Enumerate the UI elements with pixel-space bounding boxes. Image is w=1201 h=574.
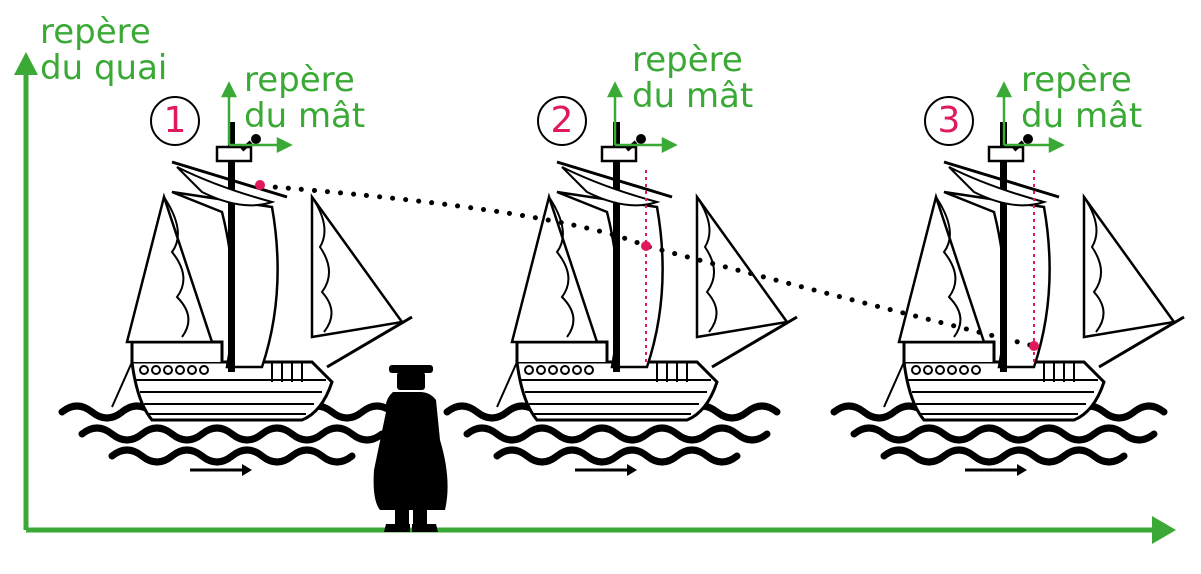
mast-frame-label-2: repère du mât <box>632 40 754 116</box>
quay-trajectory <box>259 183 1037 349</box>
motion-arrow-icon <box>963 462 1029 478</box>
mast-frame-axes <box>220 81 1065 154</box>
mast-frame-label-1: repère du mât <box>244 60 366 136</box>
ship-icon <box>834 122 1184 462</box>
step-number-2: 2 <box>537 96 587 146</box>
motion-arrow-icon <box>573 462 639 478</box>
fall-path <box>645 170 1035 365</box>
quay-frame-label: repère du quai <box>40 12 168 88</box>
falling-object-point <box>255 180 1039 351</box>
ship-icon <box>447 122 797 462</box>
mast-frame-label-3: repère du mât <box>1021 60 1143 136</box>
observer-silhouette-icon <box>373 365 448 532</box>
step-number-1: 1 <box>150 96 200 146</box>
ship-icon <box>62 122 412 462</box>
motion-arrow-icon <box>188 462 254 478</box>
step-number-3: 3 <box>924 96 974 146</box>
quay-frame-axes <box>14 52 1176 544</box>
